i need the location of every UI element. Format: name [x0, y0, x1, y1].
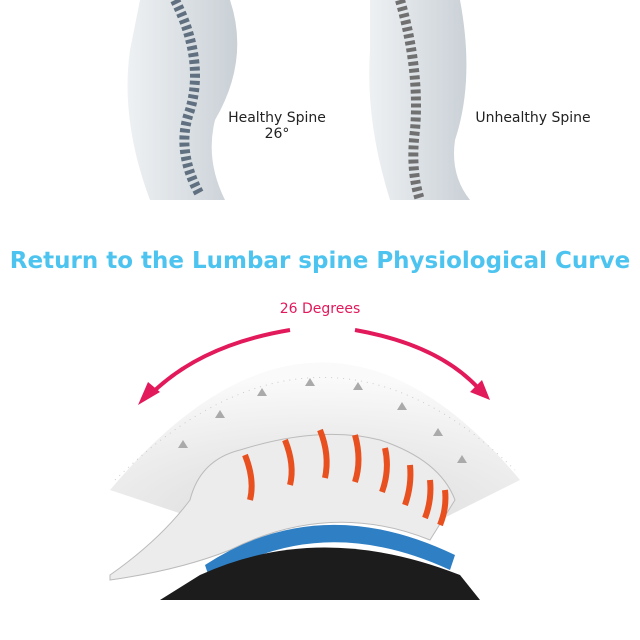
degrees-label: 26 Degrees	[279, 301, 361, 317]
healthy-spine-angle: 26°	[264, 126, 290, 142]
right-arrow-icon	[354, 328, 482, 392]
healthy-spine-label: Healthy Spine 26°	[218, 110, 336, 142]
back-stretcher-device	[160, 524, 480, 600]
headline: Return to the Lumbar spine Physiological…	[9, 248, 631, 274]
vertebrae-image	[109, 428, 456, 581]
unhealthy-torso-image	[369, 0, 470, 202]
up-arrows-icon	[178, 378, 467, 463]
left-arrow-icon	[148, 328, 291, 397]
healthy-torso-image	[127, 0, 238, 200]
unhealthy-spine-label: Unhealthy Spine	[475, 110, 591, 126]
healthy-spine-text: Healthy Spine	[228, 110, 326, 126]
